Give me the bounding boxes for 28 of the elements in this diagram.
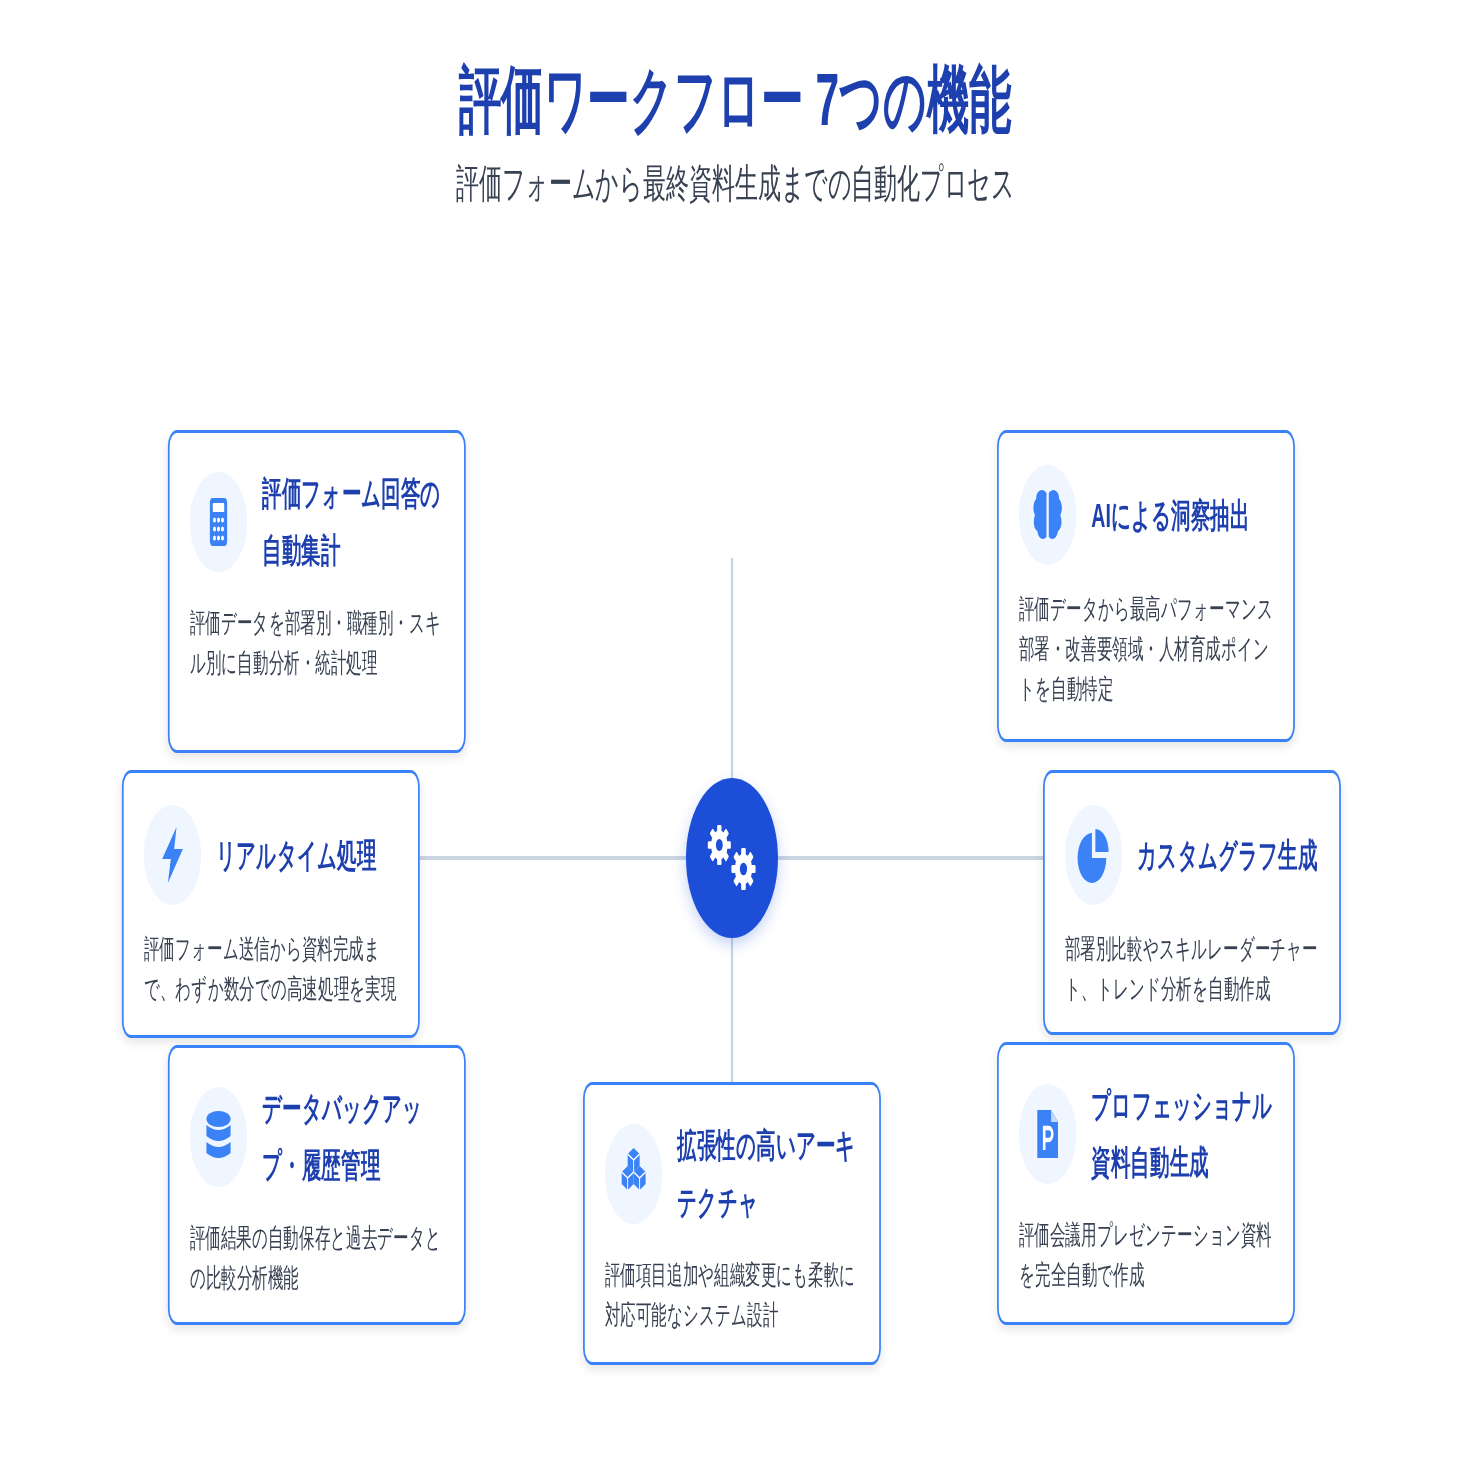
feature-card	[167, 1045, 466, 1325]
card-text: 評価データから最高パフォーマンス部署・改善要領域・人材育成ポイントを自動特定	[1018, 593, 1275, 706]
card-text: 評価会議用プレゼンテーション資料を完全自動で作成	[1018, 1219, 1273, 1292]
card-heading: データバックアップ・履歴管理	[262, 1088, 424, 1186]
card-heading: プロフェッショナル資料自動生成	[1091, 1085, 1274, 1183]
feature-card	[121, 770, 420, 1038]
title: 評価ワークフロー 7つの機能	[458, 59, 1012, 141]
hub-circle	[685, 778, 778, 938]
card-heading: カスタムグラフ生成	[1137, 834, 1318, 876]
connector-line	[419, 856, 686, 860]
card-heading: 拡張性の高いアーキテクチャ	[677, 1125, 857, 1223]
feature-card	[1043, 770, 1341, 1035]
feature-card	[997, 430, 1295, 742]
subtitle: 評価フォームから最終資料生成までの自動化プロセス	[455, 160, 1015, 207]
connector-line	[730, 558, 734, 778]
connector-line	[730, 938, 734, 1082]
card-heading: リアルタイム処理	[216, 834, 377, 876]
card-text: 評価項目追加や組織変更にも柔軟に対応可能なシステム設計	[604, 1259, 857, 1332]
card-heading: 評価フォーム回答の自動集計	[262, 473, 442, 571]
card-text: 評価データを部署別・職種別・スキル別に自動分析・統計処理	[189, 607, 442, 680]
card-heading: AIによる洞察抽出	[1091, 494, 1250, 536]
card-text: 評価結果の自動保存と過去データとの比較分析機能	[189, 1222, 442, 1295]
card-text: 部署別比較やスキルレーダーチャート、トレンド分析を自動作成	[1064, 933, 1319, 1006]
feature-card	[583, 1082, 881, 1365]
feature-card	[997, 1042, 1295, 1325]
connector-line	[777, 856, 1044, 860]
card-text: 評価フォーム送信から資料完成まで、わずか数分での高速処理を実現	[143, 933, 398, 1006]
feature-card	[167, 430, 466, 753]
